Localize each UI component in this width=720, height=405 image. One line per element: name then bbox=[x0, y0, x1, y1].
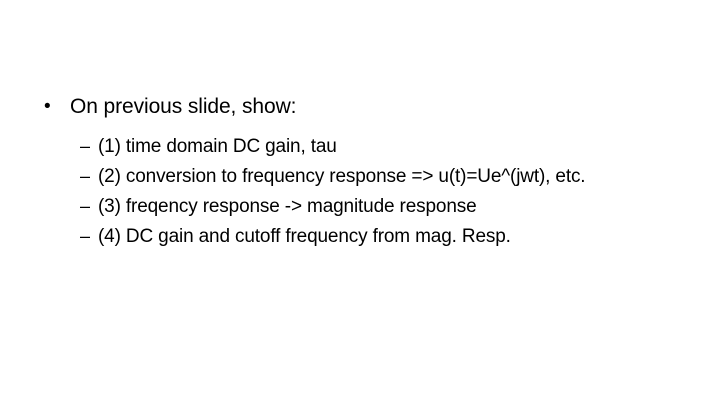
bullet-text-level2: (4) DC gain and cutoff frequency from ma… bbox=[98, 226, 511, 247]
slide-body-content: • On previous slide, show: – (1) time do… bbox=[0, 93, 720, 253]
bullet-text-level2: (2) conversion to frequency response => … bbox=[98, 166, 586, 187]
list-item: – (1) time domain DC gain, tau bbox=[0, 133, 720, 160]
round-bullet-icon: • bbox=[44, 96, 51, 117]
en-dash-bullet-icon: – bbox=[80, 136, 91, 156]
en-dash-bullet-icon: – bbox=[80, 196, 91, 216]
en-dash-bullet-icon: – bbox=[80, 226, 91, 246]
list-item: • On previous slide, show: bbox=[0, 93, 720, 121]
bullet-text-level2: (3) freqency response -> magnitude respo… bbox=[98, 196, 477, 217]
list-item: – (3) freqency response -> magnitude res… bbox=[0, 193, 720, 220]
list-item: – (2) conversion to frequency response =… bbox=[0, 163, 720, 190]
bullet-text-level1: On previous slide, show: bbox=[70, 95, 297, 118]
list-item: – (4) DC gain and cutoff frequency from … bbox=[0, 223, 720, 250]
bullet-text-level2: (1) time domain DC gain, tau bbox=[98, 136, 337, 157]
en-dash-bullet-icon: – bbox=[80, 166, 91, 186]
